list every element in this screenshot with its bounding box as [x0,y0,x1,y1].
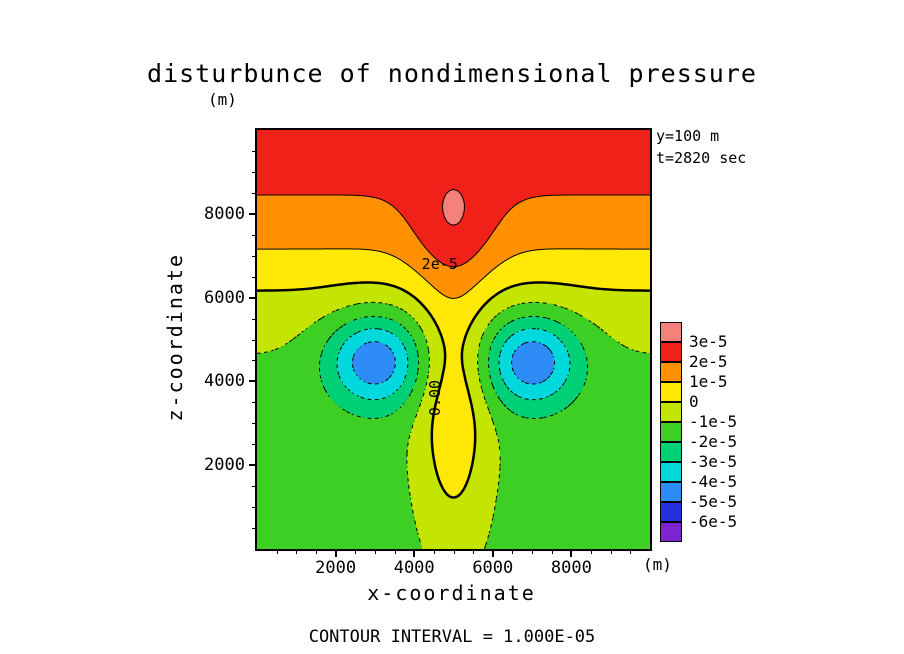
x-tick [334,549,337,557]
y-tick-label: 2000 [204,455,245,476]
x-minor-tick [315,549,317,554]
colorbar-tick-label: -2e-5 [689,432,738,451]
y-tick-label: 6000 [204,287,245,308]
y-tick [249,464,257,467]
plot-area: 2000 4000 6000 8000 2000 4000 6000 8000 2e-5 0.00 [204,128,652,578]
contour-label: 0.00 [426,380,445,417]
x-minor-tick [551,549,553,554]
y-axis-units-label: (m) [208,90,237,109]
y-tick [249,212,257,215]
x-minor-tick [473,549,475,554]
y-minor-tick [252,339,257,341]
annotation-y-plane: y=100 m [656,127,720,145]
colorbar-band [660,462,682,482]
contour-interval-caption: CONTOUR INTERVAL = 1.000E-05 [308,627,596,647]
y-tick [249,380,257,383]
contour-label: 2e-5 [421,255,458,274]
colorbar-tick-label: -3e-5 [689,452,738,471]
colorbar-tick-label: 0 [689,392,699,411]
y-minor-tick [252,528,257,530]
colorbar-tick-label: -1e-5 [689,412,738,431]
x-minor-tick [433,549,435,554]
x-tick-label: 2000 [315,558,357,578]
x-minor-tick [296,549,298,554]
y-minor-tick [252,402,257,404]
colorbar-band [660,382,682,402]
y-minor-tick [252,171,257,173]
x-axis-title: x-coordinate [367,581,536,605]
colorbar-band [660,422,682,442]
x-tick [570,549,573,557]
y-tick [249,296,257,299]
x-tick [413,549,416,557]
y-minor-tick [252,276,257,278]
colorbar-band [660,442,682,462]
y-minor-tick [252,255,257,257]
y-minor-tick [252,150,257,152]
annotation-time: t=2820 sec [656,149,747,167]
x-minor-tick [630,549,632,554]
y-minor-tick [252,234,257,236]
colorbar-band [660,342,682,362]
x-minor-tick [355,549,357,554]
y-minor-tick [252,507,257,509]
colorbar-band [660,362,682,382]
x-minor-tick [394,549,396,554]
x-tick-label: 8000 [550,558,592,578]
y-minor-tick [252,423,257,425]
chart-title: disturbunce of nondimensional pressure [147,59,757,88]
y-minor-tick [252,360,257,362]
y-axis-title-text: z-coordinate [163,253,187,422]
x-minor-tick [374,549,376,554]
colorbar-band [660,502,682,522]
x-minor-tick [532,549,534,554]
colorbar-tick-label: -6e-5 [689,512,738,531]
y-minor-tick [252,444,257,446]
x-tick-label: 6000 [472,558,514,578]
colorbar-tick-label: 2e-5 [689,352,728,371]
x-tick [491,549,494,557]
x-axis-units-label: (m) [643,555,672,574]
colorbar-tick-label: -5e-5 [689,492,738,511]
x-minor-tick [276,549,278,554]
colorbar-tick-label: -4e-5 [689,472,738,491]
colorbar-tick-label: 1e-5 [689,372,728,391]
x-minor-tick [512,549,514,554]
y-minor-tick [252,486,257,488]
x-minor-tick [610,549,612,554]
colorbar-band [660,482,682,502]
colorbar-band [660,402,682,422]
colorbar-tick-label: 3e-5 [689,332,728,351]
x-minor-tick [591,549,593,554]
x-tick-label: 4000 [393,558,435,578]
y-minor-tick [252,318,257,320]
y-tick-label: 4000 [204,371,245,392]
colorbar-band [660,522,682,542]
y-tick-label: 8000 [204,203,245,224]
contour-field-canvas [257,130,650,549]
y-minor-tick [252,192,257,194]
colorbar-band [660,322,682,342]
y-axis-title: z-coordinate [160,128,190,547]
x-minor-tick [453,549,455,554]
